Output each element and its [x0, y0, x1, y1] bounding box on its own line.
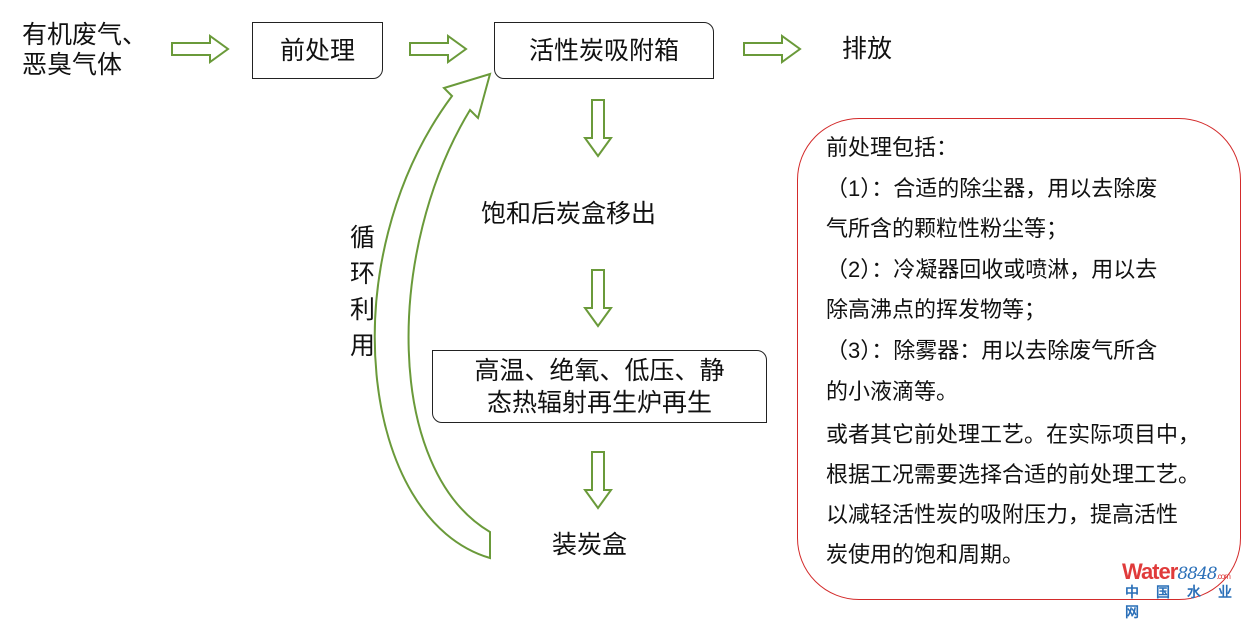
note-line: 根据工况需要选择合适的前处理工艺。	[826, 462, 1201, 487]
source-label: 有机废气、 恶臭气体	[22, 20, 147, 80]
loop-arrow	[373, 72, 492, 560]
source-line: 有机废气、	[22, 21, 148, 49]
loop-char: 环	[350, 260, 376, 288]
note-line: （3）：除雾器：用以去除废气所含	[826, 338, 1158, 363]
arrow-down-3	[584, 451, 612, 509]
regen-box: 高温、绝氧、低压、静 态热辐射再生炉再生	[432, 350, 767, 423]
regen-line: 态热辐射再生炉再生	[486, 388, 712, 417]
source-line: 恶臭气体	[22, 51, 123, 79]
loop-char: 用	[350, 332, 376, 360]
discharge-label: 排放	[842, 35, 893, 63]
note-line: （2）：冷凝器回收或喷淋，用以去	[826, 257, 1158, 282]
adsorber-label: 活性炭吸附箱	[528, 36, 679, 65]
note-line: 除高沸点的挥发物等；	[826, 297, 1047, 322]
watermark-domain: .com	[1216, 572, 1231, 581]
note-line: 前处理包括：	[826, 135, 959, 160]
saturated-step-label: 饱和后炭盒移出	[481, 200, 657, 228]
arrow-down-1	[584, 99, 612, 157]
adsorber-box: 活性炭吸附箱	[494, 22, 714, 79]
note-line: 以减轻活性炭的吸附压力，提高活性	[826, 502, 1179, 527]
pretreat-note-box	[797, 118, 1241, 600]
arrow-right-3	[743, 35, 801, 63]
arrow-right-2	[409, 35, 467, 63]
loop-label: 循 环 利 用	[350, 220, 375, 364]
note-line: （1）：合适的除尘器，用以去除废	[826, 176, 1158, 201]
watermark-cn: 中国水业网	[1125, 584, 1249, 620]
note-line: 气所含的颗粒性粉尘等；	[826, 216, 1069, 241]
watermark-brand: Water	[1122, 559, 1178, 584]
arrows-layer	[171, 35, 801, 560]
pretreat-box: 前处理	[252, 22, 383, 79]
arrow-down-2	[584, 269, 612, 327]
arrow-right-1	[171, 35, 229, 63]
pretreat-label: 前处理	[279, 36, 355, 65]
load-step-label: 装炭盒	[552, 531, 628, 559]
loop-char: 利	[350, 296, 376, 324]
loop-char: 循	[350, 224, 376, 252]
watermark-logo: Water8848.com 中国水业网	[1122, 559, 1251, 622]
watermark-num: 8848	[1177, 564, 1217, 584]
regen-line: 高温、绝氧、低压、静	[474, 356, 725, 385]
note-line: 炭使用的饱和周期。	[826, 542, 1025, 567]
note-line: 的小液滴等。	[826, 379, 959, 404]
note-line: 或者其它前处理工艺。在实际项目中，	[826, 422, 1201, 447]
